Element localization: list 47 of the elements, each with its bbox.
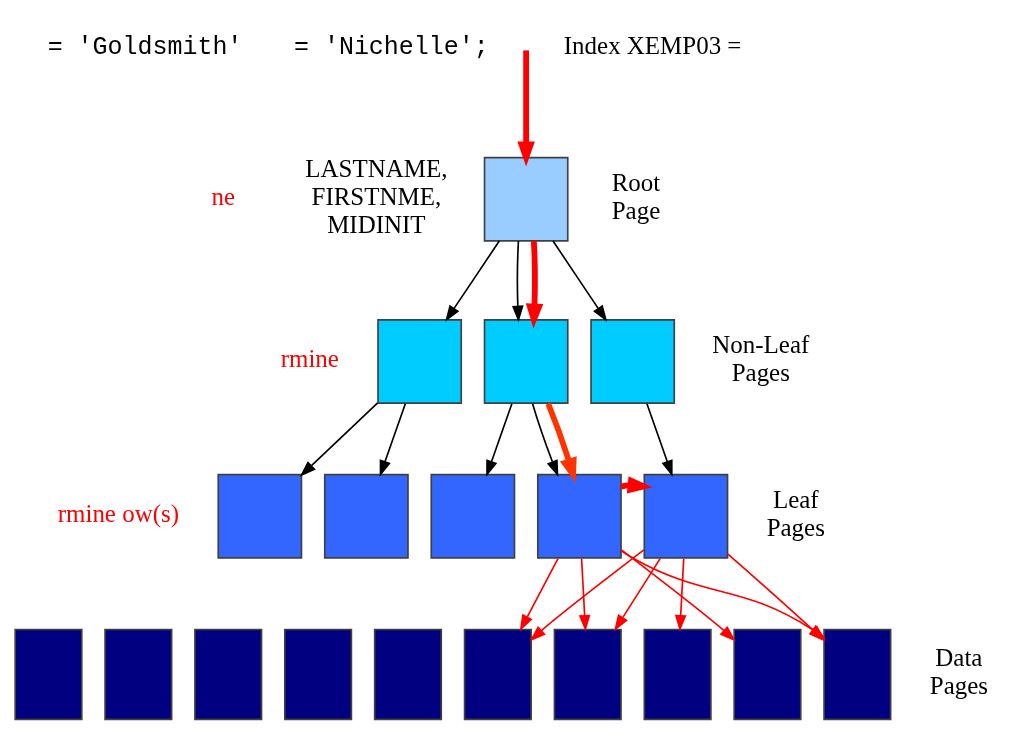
arrow [445, 239, 501, 322]
node-box [194, 628, 263, 720]
node-box [643, 473, 729, 559]
arrow [525, 240, 544, 329]
arrow [511, 239, 524, 322]
arrow [578, 557, 591, 632]
node-box [373, 628, 443, 720]
label: rmine [280, 344, 339, 372]
node-box [377, 318, 463, 404]
node-box [284, 628, 353, 720]
node-box [733, 628, 802, 720]
label: ne [211, 182, 236, 210]
node-box [430, 473, 516, 559]
label: LASTNAME, FIRSTNME, MIDINIT [305, 154, 448, 238]
arrow [674, 557, 687, 632]
label: Index XEMP03 = [563, 31, 742, 59]
node-box [483, 318, 569, 404]
arrow [519, 557, 559, 631]
arrow [545, 402, 577, 483]
arrow [620, 548, 736, 641]
node-box [323, 473, 409, 559]
node-box [590, 318, 676, 404]
node-box [104, 628, 173, 720]
arrow [517, 49, 535, 166]
arrow [486, 402, 513, 477]
arrow [531, 402, 559, 477]
arrow [646, 402, 673, 477]
node-box [823, 628, 892, 720]
label: = 'Goldsmith' [47, 32, 243, 61]
label: rmine ow(s) [57, 499, 180, 527]
arrow [614, 557, 661, 631]
node-box [553, 628, 622, 720]
arrow [379, 402, 407, 477]
node-box [536, 473, 622, 559]
node-box [643, 628, 712, 720]
arrow [299, 401, 379, 477]
arrow [552, 239, 608, 322]
node-box [14, 628, 83, 720]
node-label: Data Pages [929, 643, 988, 699]
node-box [217, 473, 303, 559]
arrow [529, 548, 645, 641]
label: = 'Nichelle'; [294, 32, 489, 61]
node-label: Root Page [611, 168, 661, 224]
node-label: Leaf Pages [766, 485, 825, 541]
node-box [483, 156, 569, 242]
node-box [463, 628, 532, 720]
node-label: Non-Leaf Pages [712, 330, 810, 386]
